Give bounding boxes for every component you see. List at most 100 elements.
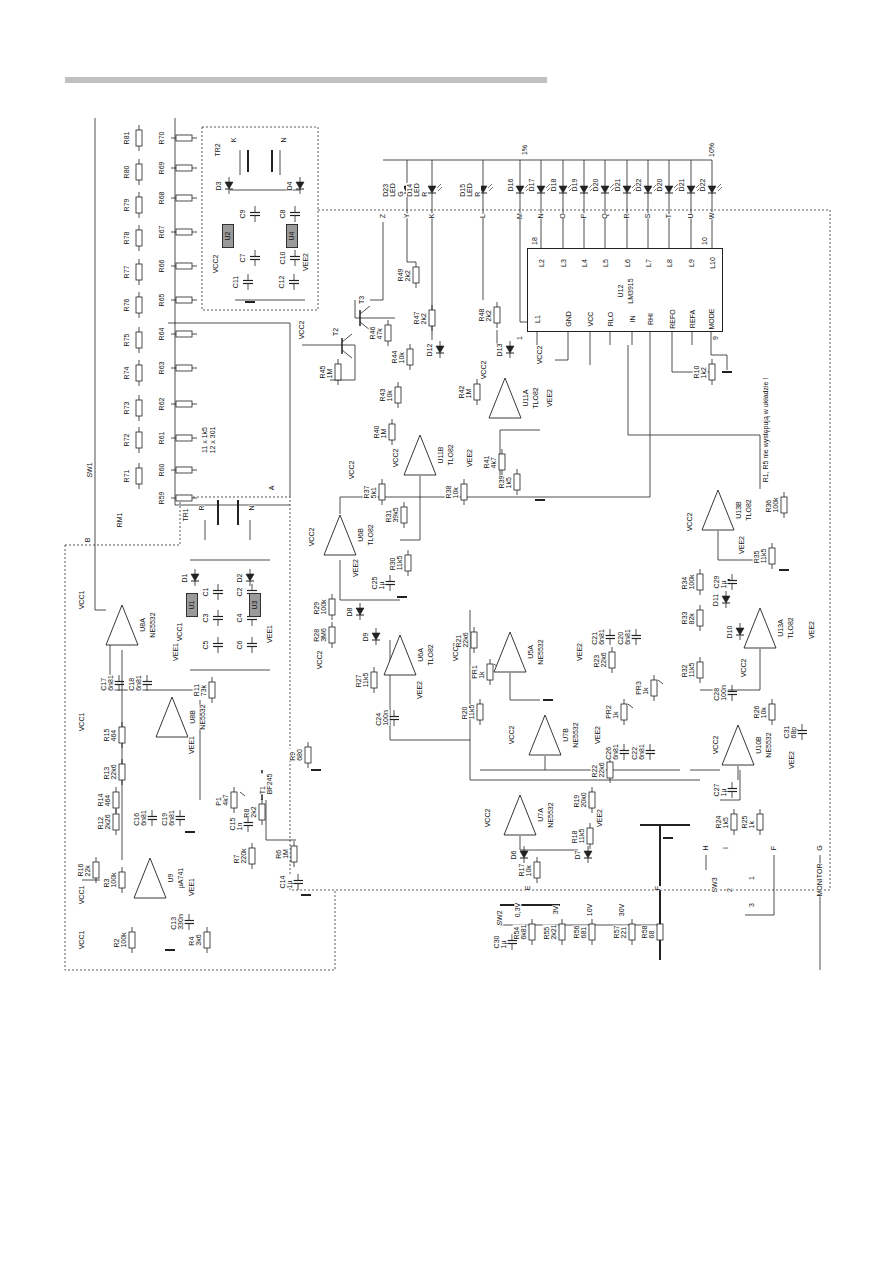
opamp-outline [721,724,755,766]
diode-lead [250,581,251,586]
resistor-lead [171,300,176,301]
opamp-outline [493,631,527,673]
component-label: D17 [528,179,535,192]
opamp-type: NE5532 [199,704,206,729]
resistor-lead [192,334,197,335]
capacitor-lead [394,720,395,727]
component-label: VEE2 [416,681,423,699]
component-label: R49 2k2 [397,269,412,282]
component-label: R48 2k2 [478,309,493,322]
resistor-lead [497,302,498,307]
component-label: I [722,847,729,849]
component-label: D21 [614,179,621,192]
resistor-lead [432,305,433,310]
regulator-box: U1 [186,593,198,617]
diode-symbol [436,346,444,353]
component-label: VCC1 [78,931,85,950]
component-label: VCC2 [712,736,719,755]
capacitor-lead [295,250,296,257]
capacitor-lead [295,206,296,213]
capacitor-symbol [631,635,641,636]
capacitor-symbol [507,943,517,944]
opamp-outline [155,696,189,738]
led-symbol [601,186,609,193]
component-label: P1 4k7 [215,794,230,805]
component-label: F [654,886,661,890]
resistor-lead [392,440,393,445]
component-label: VCC2 [508,726,515,745]
component-label: H [702,845,709,850]
ground-symbol [185,831,195,833]
component-label: C24 100n [375,710,390,726]
component-label: R24 1k5 [715,816,730,829]
pin-name: REFO [669,309,676,328]
resistor-lead [171,266,176,267]
resistor-lead [734,830,735,835]
resistor-lead [624,720,625,725]
capacitor-symbol [147,816,157,817]
component-label: R81 [123,132,130,145]
component-label: R30 11k5 [389,556,404,571]
opamp-name: U13B [735,501,742,519]
diode-symbol [356,608,364,615]
resistor-symbol [494,307,500,323]
component-label: D12 [426,344,433,357]
resistor-lead [772,564,773,569]
component-label: D16 [507,179,514,192]
component-label: D23 LED G [382,183,404,197]
opamp-node: U7ANE5532 [503,794,561,836]
led-symbol [537,186,545,193]
resistor-symbol [589,792,595,808]
component-label: C28 100n [713,685,728,701]
component-label: R11 73k [193,684,208,696]
resistor-lead [416,283,417,288]
diode-lead [588,858,589,863]
opamp-name: U9 [167,874,174,883]
section-border [65,127,830,970]
component-label: R71 [123,470,130,483]
opamp-node: U11BTLO82 [403,434,461,476]
capacitor-symbol [114,684,124,685]
capacitor-lead [732,695,733,702]
diode-lead [195,569,196,574]
opamp-name: U7A [537,808,544,822]
component-label: R35 11k5 [753,549,768,564]
component-label: R4 3k6 [188,934,203,945]
pin-wire [691,222,692,248]
pin-wire [692,332,693,345]
diode-lead [740,635,741,640]
led-symbol [516,186,524,193]
diode-symbol [191,574,199,581]
component-label: C16 6n81 [133,810,148,826]
resistor-lead [477,379,478,384]
capacitor-lead [119,685,120,692]
diode-lead [376,640,377,645]
resistor-symbol [231,792,237,808]
led-symbol [708,186,716,193]
component-label: R73 [123,402,130,415]
resistor-lead [139,125,140,130]
resistor-lead [192,438,197,439]
capacitor-symbol [243,283,253,284]
resistor-lead [700,605,701,610]
resistor-lead [96,878,97,883]
capacitor-lead [294,284,295,291]
resistor-lead [700,678,701,683]
component-label: VEE1 [172,643,179,661]
component-label: T1 BF245 [259,774,274,795]
capacitor-lead [255,216,256,223]
resistor-symbol [176,297,192,303]
opamp-node: U5ANE5532 [493,631,551,673]
opamp-node: U10BNE5532 [721,724,779,766]
ic-box: U12LM3915L2L3L4L5L6L7L8L9L10L1GNDVCCRLOI… [527,248,723,332]
resistor-lead [294,841,295,846]
diode-symbol [372,633,380,640]
component-label: D2 [236,574,243,583]
component-label: C2 [236,588,243,597]
pin-name: REFA [689,310,696,328]
capacitor-lead [732,792,733,799]
capacitor-symbol [645,750,655,751]
component-label: R43 10k [379,389,394,402]
capacitor-symbol [247,643,257,644]
diode-lead [541,193,542,198]
